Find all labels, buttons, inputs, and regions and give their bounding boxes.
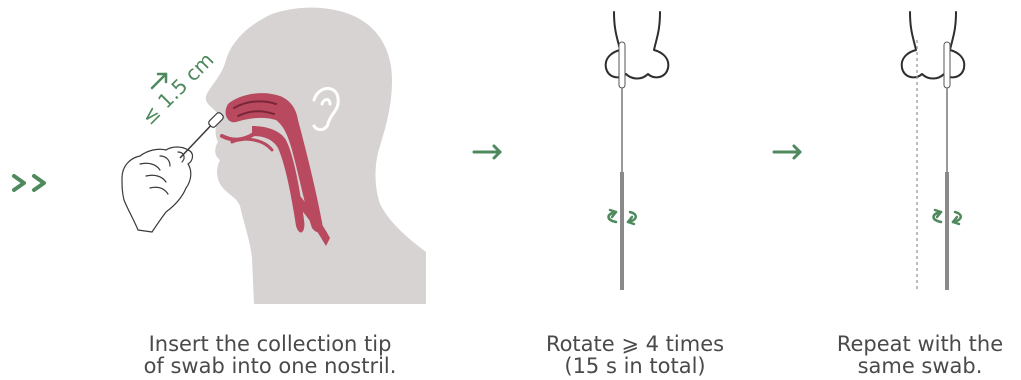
distance-label: ≤ 1.5 cm: [137, 48, 219, 130]
swab-second-nostril: [944, 42, 950, 290]
head-profile-illustration: [206, 8, 426, 304]
step1-caption-line2: of swab into one nostril.: [120, 355, 420, 377]
step3-caption-line1: Repeat with the: [820, 333, 1020, 355]
step1-caption: Insert the collection tip of swab into o…: [120, 333, 420, 377]
step2-caption: Rotate ⩾ 4 times (15 s in total): [520, 333, 750, 377]
step3-caption: Repeat with the same swab.: [820, 333, 1020, 377]
step2-caption-line1: Rotate ⩾ 4 times: [520, 333, 750, 355]
swab-rotating: [619, 42, 625, 290]
nose-icon: [606, 12, 669, 79]
arrow-right-icon: [774, 146, 800, 158]
double-chevron-icon: [14, 176, 44, 190]
step1-caption-line1: Insert the collection tip: [120, 333, 420, 355]
step3-caption-line2: same swab.: [820, 355, 1020, 377]
hand-icon: [122, 147, 193, 232]
arrow-right-icon: [474, 146, 500, 158]
head-profile-icon: [206, 8, 426, 304]
step2-caption-line2: (15 s in total): [520, 355, 750, 377]
nose-icon: [902, 12, 965, 79]
